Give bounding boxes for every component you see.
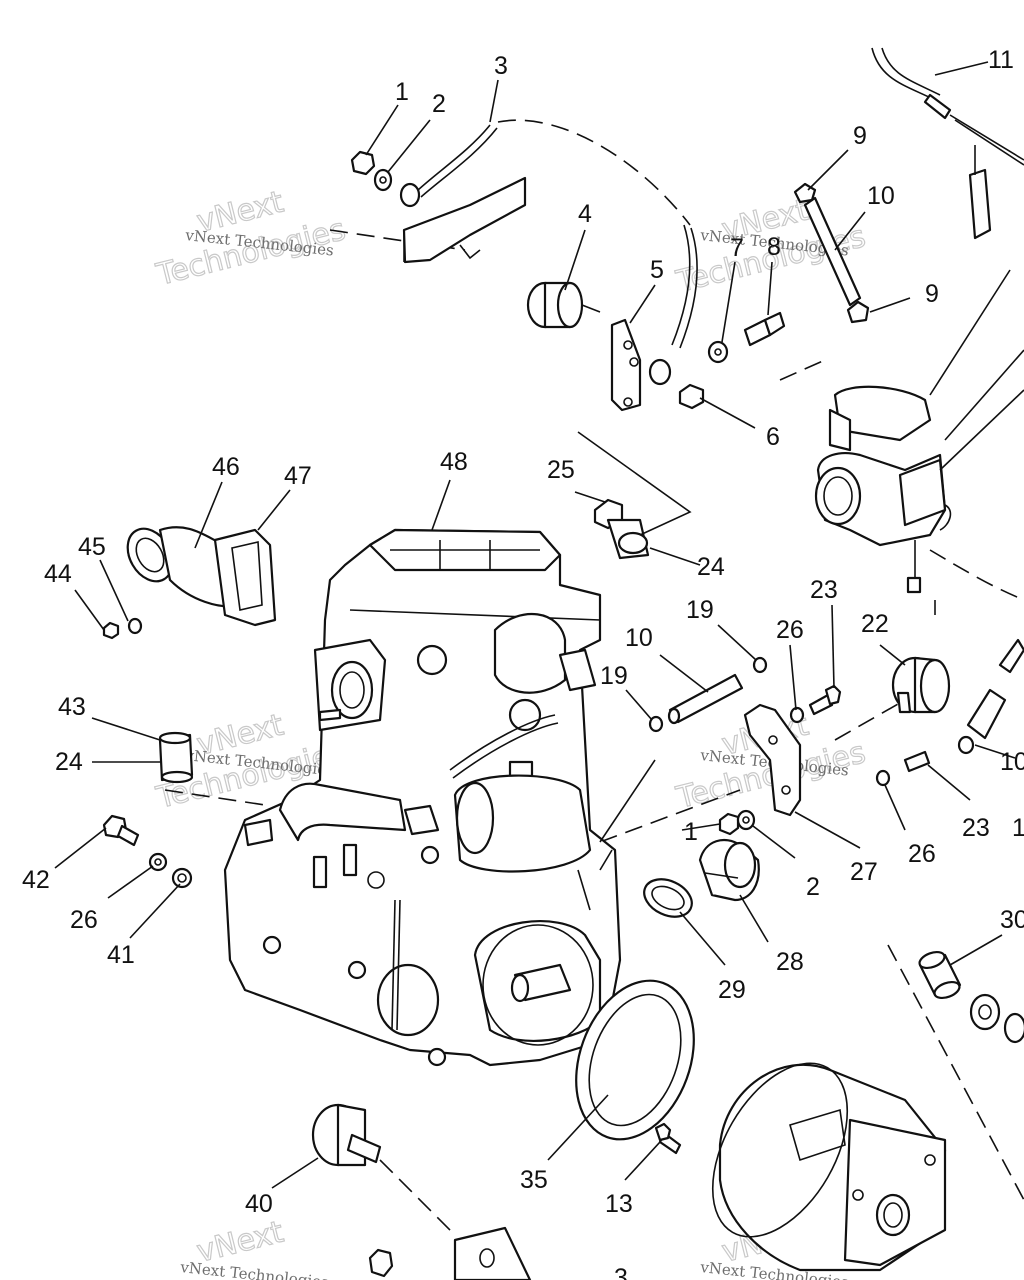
callout-45: 45	[78, 533, 106, 561]
callout-3-top: 3	[494, 52, 508, 80]
callout-5: 5	[650, 256, 664, 284]
callout-4: 4	[578, 200, 592, 228]
callout-10-right: 10	[1000, 748, 1024, 776]
washer-45	[127, 617, 143, 635]
mount-bracket-top	[402, 176, 527, 264]
callout-27: 27	[850, 858, 878, 886]
clamp-19-left	[648, 715, 664, 733]
washer-26-mid	[789, 706, 805, 724]
callout-26-right: 26	[908, 840, 936, 868]
callout-35: 35	[520, 1166, 548, 1194]
washer-26-right	[875, 769, 891, 787]
throttle-cable-11	[871, 47, 1024, 240]
callout-48: 48	[440, 448, 468, 476]
callout-47: 47	[284, 462, 312, 490]
callout-2-top: 2	[432, 90, 446, 118]
coupler-28	[698, 838, 760, 902]
callout-46: 46	[212, 453, 240, 481]
callout-1-top: 1	[395, 78, 409, 106]
callout-9-lower: 9	[925, 280, 939, 308]
callout-9-top: 9	[853, 122, 867, 150]
callout-1-right: 1	[1012, 814, 1024, 842]
callout-22: 22	[861, 610, 889, 638]
callout-24-top: 24	[697, 553, 725, 581]
callout-40: 40	[245, 1190, 273, 1218]
mount-bracket-bottom	[453, 1226, 532, 1280]
gasket-47	[213, 528, 277, 627]
nut-bottom	[368, 1248, 394, 1278]
bolt-8	[743, 311, 786, 347]
callout-8: 8	[767, 233, 781, 261]
callout-29: 29	[718, 976, 746, 1004]
callout-1-mid: 1	[684, 818, 698, 846]
callout-10-top: 10	[867, 182, 895, 210]
carburetor	[814, 269, 1024, 594]
callout-28: 28	[776, 948, 804, 976]
washer-26-left	[148, 852, 168, 872]
callout-42: 42	[22, 866, 50, 894]
fuel-hose-10-mid	[667, 673, 744, 725]
gasket-35	[575, 979, 695, 1141]
fuel-hose-10-top	[793, 182, 870, 324]
washer-2-top	[373, 168, 393, 192]
callout-43: 43	[58, 693, 86, 721]
callout-10-mid: 10	[625, 624, 653, 652]
callout-3-bottom: 3	[614, 1264, 628, 1280]
callout-26-left: 26	[70, 906, 98, 934]
callout-23-mid: 23	[810, 576, 838, 604]
callout-19-lower: 19	[600, 662, 628, 690]
watermark-top-left: vNext Technologies vNext Technologies	[152, 184, 350, 294]
rubber-mount-22	[891, 656, 951, 714]
callout-25: 25	[547, 456, 575, 484]
plug-25	[593, 498, 650, 560]
callout-30: 30	[1000, 906, 1024, 934]
bracket-27	[743, 703, 802, 817]
callout-26-mid: 26	[776, 616, 804, 644]
spacer-30	[918, 950, 962, 1000]
nut-6	[678, 383, 705, 410]
callout-41: 41	[107, 941, 135, 969]
fuel-filter-right	[957, 638, 1024, 755]
bolt-23-mid	[808, 684, 842, 716]
bolt-13	[654, 1122, 682, 1155]
watermark-bottom-left: vNext vNext Technologies	[179, 1214, 330, 1280]
callout-13: 13	[605, 1190, 633, 1218]
nut-44	[102, 621, 120, 640]
callout-7: 7	[730, 234, 744, 262]
washer-41	[171, 867, 193, 889]
nut-1-top	[350, 150, 376, 176]
bracket-5	[610, 318, 642, 412]
callout-labels: 1 2 3 4 5 7 8 6 9 10 9 11 46 47 48 25 24…	[22, 46, 1024, 1280]
washer-7	[707, 340, 729, 364]
callout-44: 44	[44, 560, 72, 588]
bolt-23-right	[903, 750, 931, 773]
nut-right	[1003, 1012, 1024, 1044]
bolt-42	[102, 814, 140, 847]
rubber-mount-40	[311, 1103, 382, 1167]
callout-24-left: 24	[55, 748, 83, 776]
callout-11: 11	[988, 46, 1014, 74]
callout-2-mid: 2	[806, 873, 820, 901]
clutch-housing	[711, 1062, 947, 1272]
clamp-19-right	[752, 656, 768, 674]
callout-23-right: 23	[962, 814, 990, 842]
ground-cable-3	[399, 124, 698, 386]
callout-19-upper: 19	[686, 596, 714, 624]
washer-2-mid	[736, 809, 756, 831]
svg-text:vNext Technologies: vNext Technologies	[179, 1258, 330, 1280]
engine-block-48	[223, 528, 622, 1067]
washer-right	[969, 993, 1001, 1031]
callout-6: 6	[766, 423, 780, 451]
cap-43	[158, 731, 194, 784]
clamp-29	[643, 878, 693, 918]
rubber-mount-4	[526, 281, 601, 329]
leader-lines	[54, 61, 1016, 1189]
nut-1-mid	[718, 812, 740, 836]
